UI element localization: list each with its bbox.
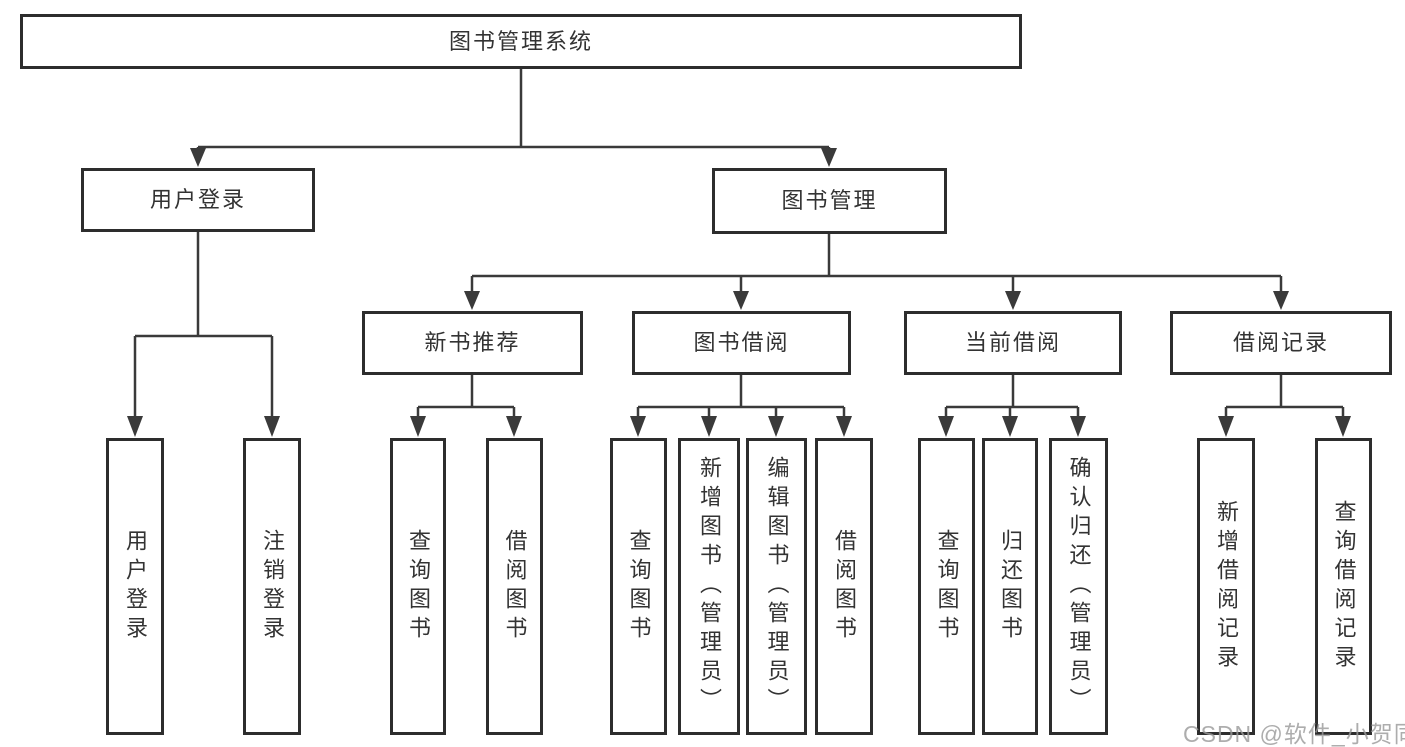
node-edit-book-admin: 编辑图书（管理员） <box>746 438 807 735</box>
node-borrow-book: 借阅图书 <box>486 438 543 735</box>
node-new-book-recommend: 新书推荐 <box>362 311 583 375</box>
node-query-borrow-record: 查询借阅记录 <box>1315 438 1372 735</box>
node-borrow-records: 借阅记录 <box>1170 311 1392 375</box>
node-root-system: 图书管理系统 <box>20 14 1022 69</box>
node-logout: 注销登录 <box>243 438 301 735</box>
node-user-login-leaf: 用户登录 <box>106 438 164 735</box>
node-query-books: 查询图书 <box>918 438 975 735</box>
watermark: CSDN @软件_小贺同学 <box>1183 721 1405 747</box>
arrowhead-icons <box>127 148 1351 437</box>
node-add-book-admin: 新增图书（管理员） <box>678 438 740 735</box>
node-add-borrow-record: 新增借阅记录 <box>1197 438 1255 735</box>
node-query-books: 查询图书 <box>390 438 446 735</box>
node-current-borrow: 当前借阅 <box>904 311 1122 375</box>
node-borrow-book: 借阅图书 <box>815 438 873 735</box>
node-book-borrow: 图书借阅 <box>632 311 851 375</box>
node-return-book: 归还图书 <box>982 438 1038 735</box>
node-book-management: 图书管理 <box>712 168 947 234</box>
node-user-login: 用户登录 <box>81 168 315 232</box>
node-query-books: 查询图书 <box>610 438 667 735</box>
node-confirm-return-admin: 确认归还（管理员） <box>1049 438 1108 735</box>
